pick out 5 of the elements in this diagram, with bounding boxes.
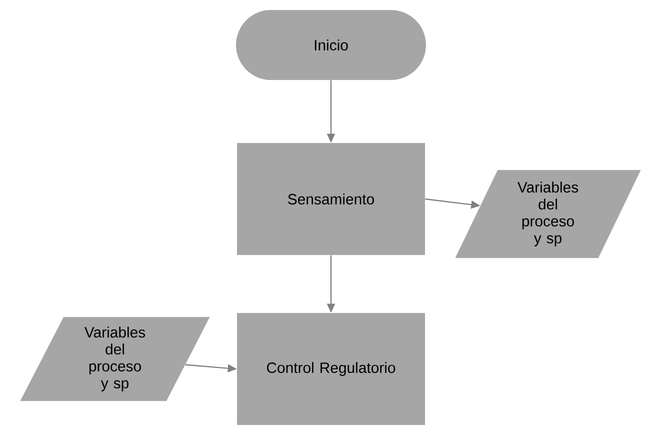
data-parallelogram: Variables del proceso y sp <box>20 317 210 401</box>
start-terminal: Inicio <box>236 10 426 80</box>
process-box: Sensamiento <box>237 143 425 255</box>
data-parallelogram: Variables del proceso y sp <box>455 170 641 258</box>
process-box: Control Regulatorio <box>237 313 425 425</box>
